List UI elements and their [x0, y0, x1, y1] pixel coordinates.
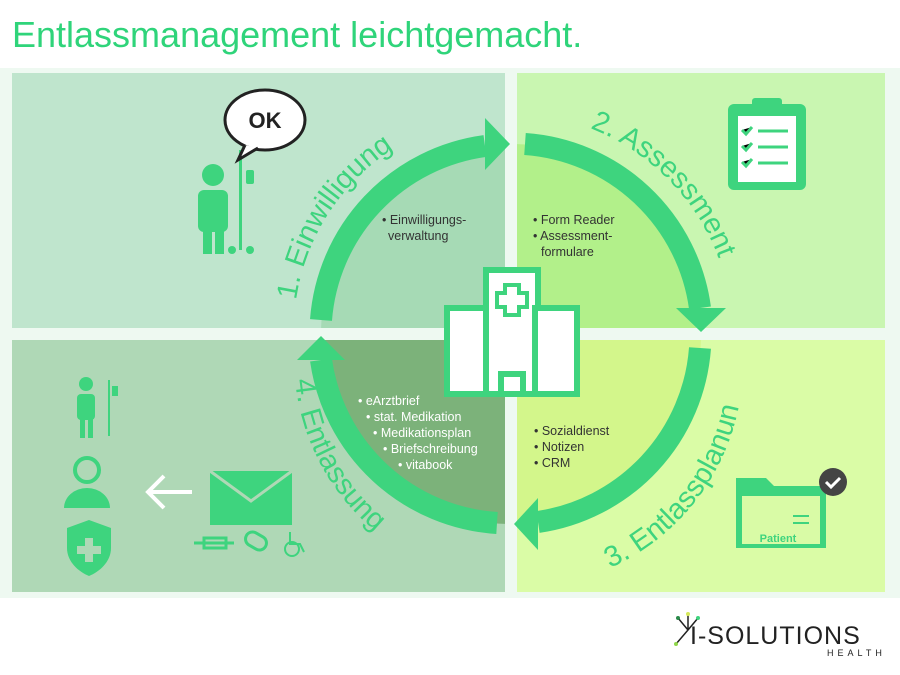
- list-item: • vitabook: [398, 458, 453, 472]
- pill-icon: [244, 530, 268, 552]
- cycle-arrowheads: [297, 118, 726, 550]
- list-item: • Einwilligungs-: [382, 213, 467, 227]
- list-item: • CRM: [534, 456, 571, 470]
- doctor-icon: [64, 456, 110, 508]
- wheelchair-icon: [284, 532, 305, 557]
- list-item: • Sozialdienst: [534, 424, 610, 438]
- logo-subtext: HEALTH: [827, 648, 886, 658]
- speech-bubble: OK: [223, 88, 307, 164]
- arrow-left-icon: [145, 474, 192, 510]
- svg-text:OK: OK: [249, 108, 282, 133]
- logo-text: I-SOLUTIONS: [690, 622, 861, 650]
- list-item: formulare: [541, 245, 594, 259]
- cycle-ring: [310, 133, 711, 534]
- envelope-icon: [209, 469, 293, 525]
- patient-iv-icon: [198, 150, 254, 254]
- items-einwilligung: • Einwilligungs- verwaltung: [382, 212, 466, 244]
- clipboard-checklist-icon: [728, 98, 806, 190]
- patient-folder-icon: Patient: [736, 468, 847, 548]
- hospital-icon: [444, 267, 580, 397]
- inner-q2: [517, 144, 701, 328]
- items-assessment: • Form Reader • Assessment- formulare: [533, 212, 614, 260]
- list-item: • Notizen: [534, 440, 585, 454]
- page-title: Entlassmanagement leichtgemacht.: [12, 14, 583, 55]
- list-item: • Briefschreibung: [383, 442, 478, 456]
- items-entlassung: • eArztbrief • stat. Medikation • Medika…: [358, 393, 478, 473]
- list-item: • Medikationsplan: [373, 426, 472, 440]
- list-item: • stat. Medikation: [366, 410, 462, 424]
- list-item: • Assessment-: [533, 229, 613, 243]
- list-item: verwaltung: [388, 229, 449, 243]
- svg-text:Patient: Patient: [760, 533, 797, 545]
- syringe-icon: [194, 536, 234, 550]
- list-item: • eArztbrief: [358, 394, 420, 408]
- list-item: • Form Reader: [533, 213, 615, 227]
- items-entlassplanung: • Sozialdienst • Notizen • CRM: [534, 423, 609, 471]
- discharge-icons: [64, 377, 305, 576]
- logo-star-icon: [674, 612, 700, 646]
- inner-q1: [321, 144, 505, 328]
